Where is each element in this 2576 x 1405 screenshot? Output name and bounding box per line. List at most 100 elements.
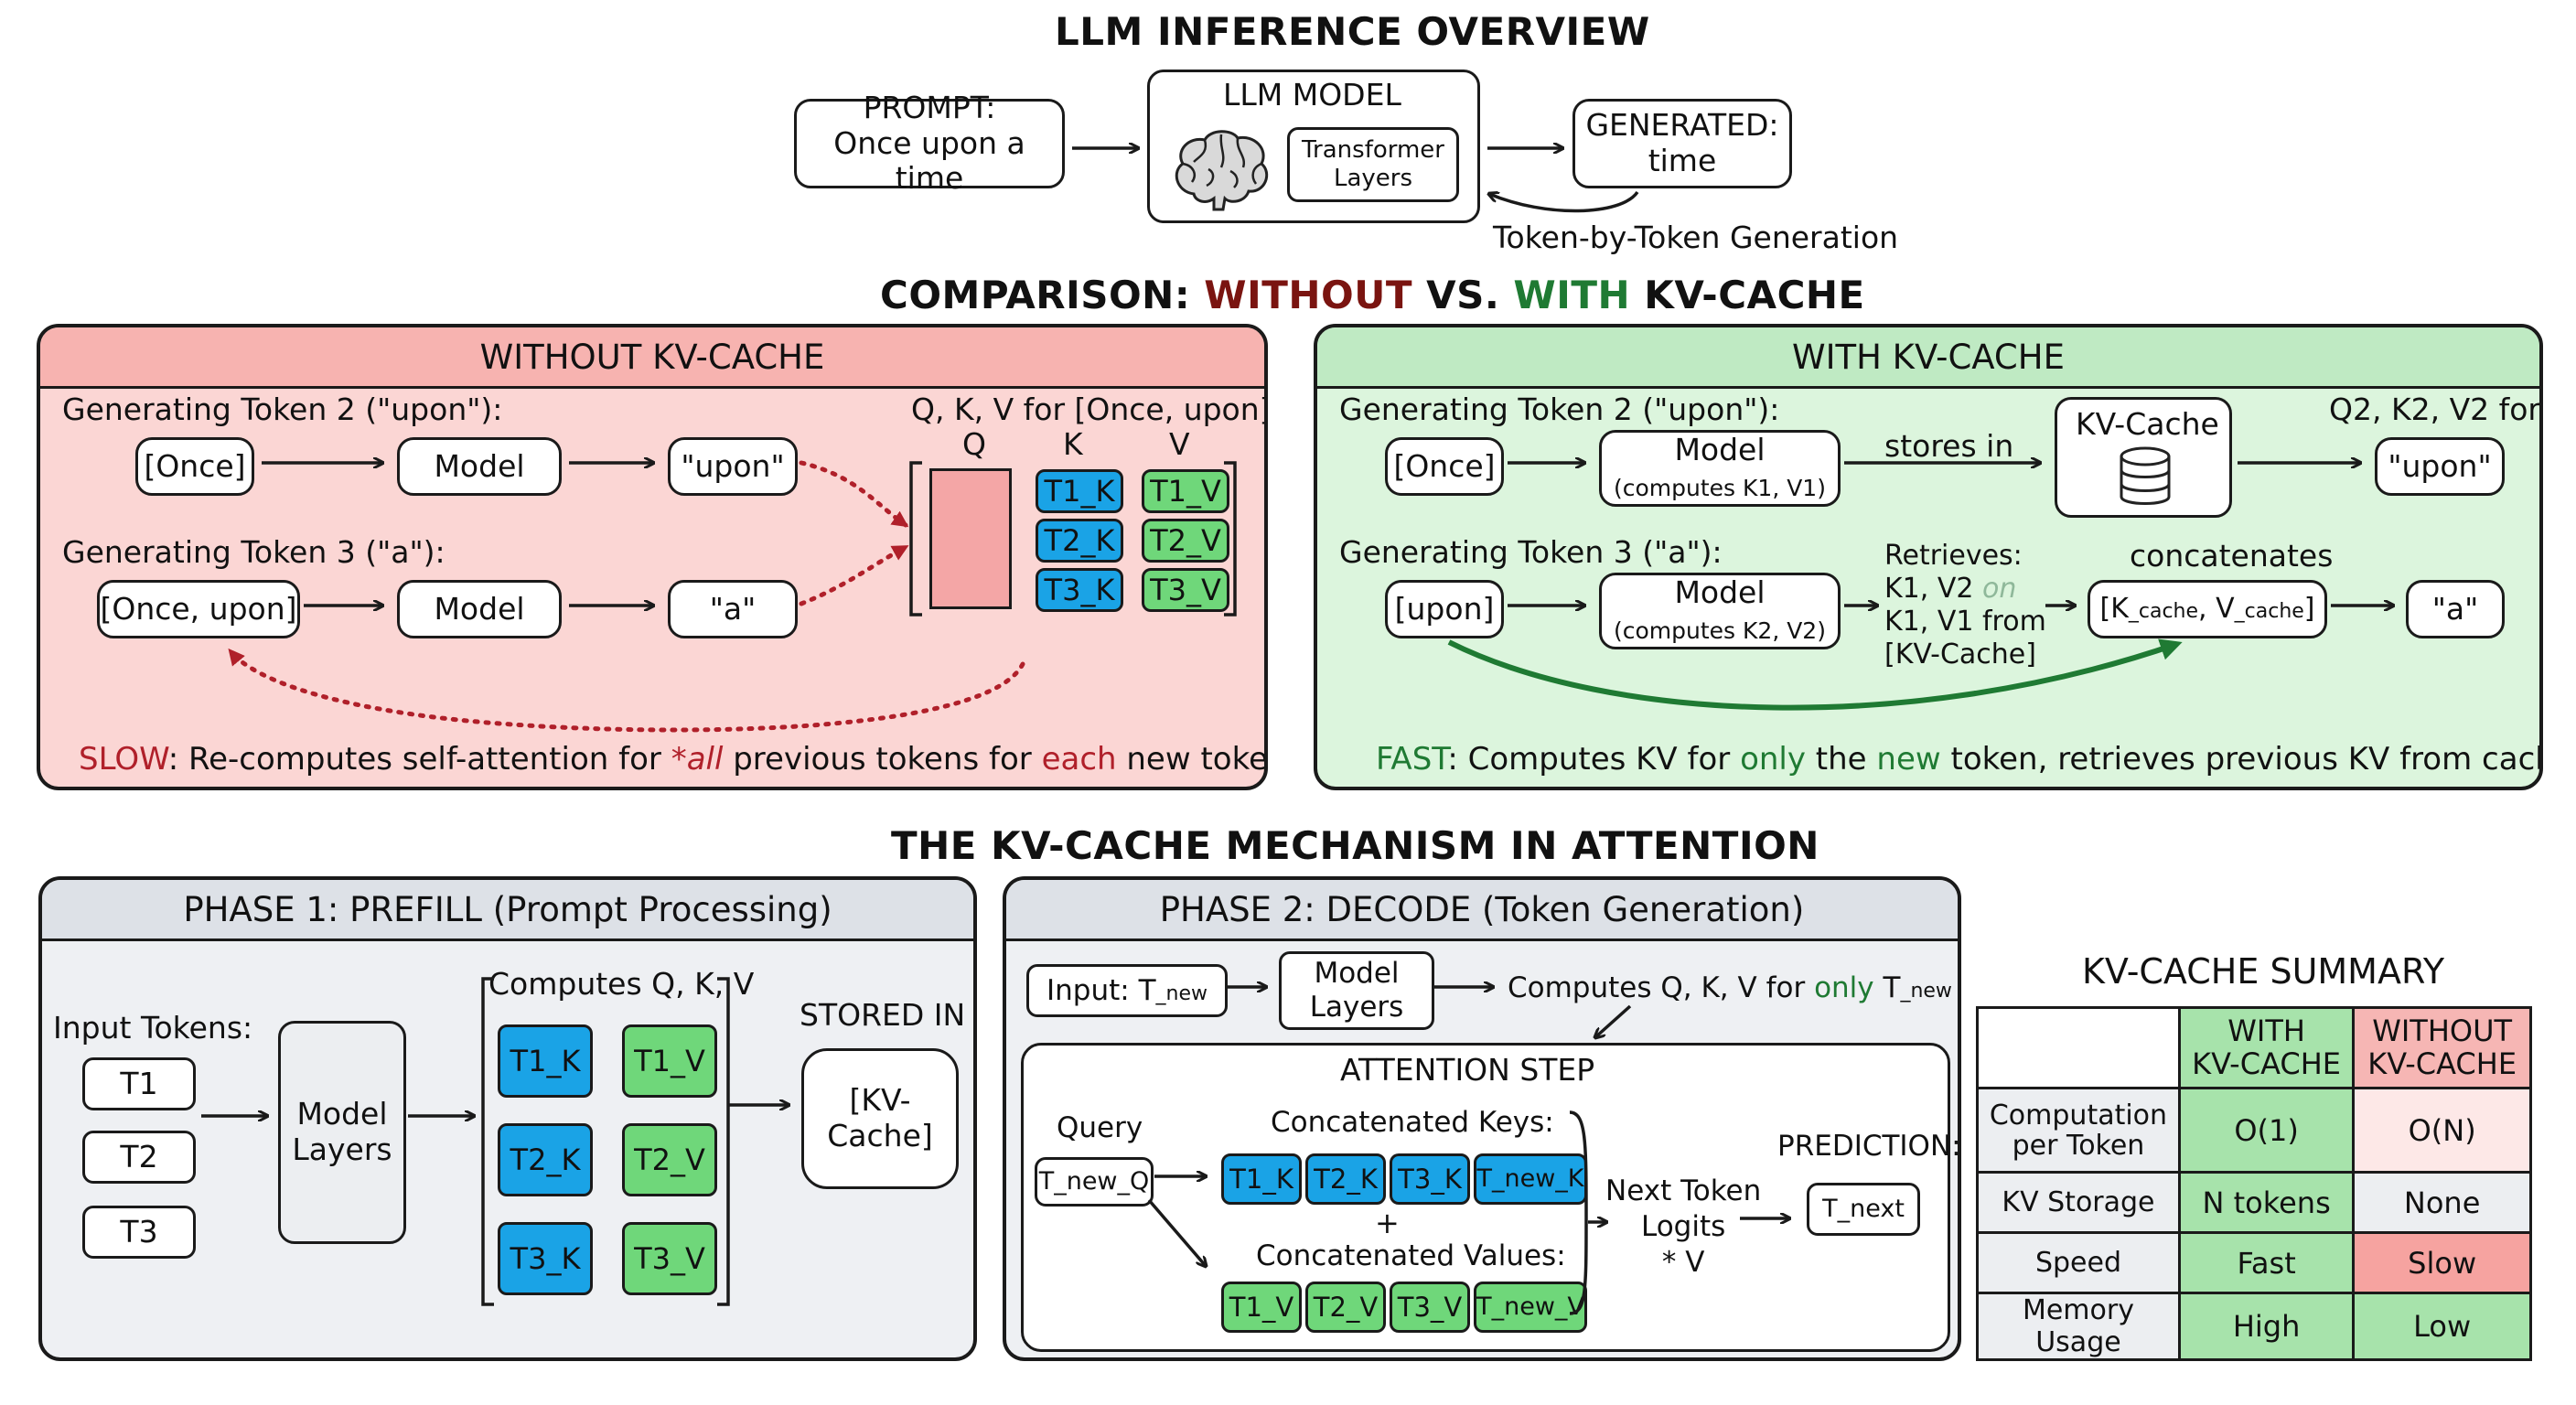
- decode-panel: PHASE 2: DECODE (Token Generation) Input…: [1003, 876, 1961, 1361]
- without-row1-input: [Once]: [135, 437, 254, 496]
- decode-value-cell: T_new_V: [1474, 1282, 1587, 1333]
- summary-without-value: O(N): [2352, 1087, 2532, 1174]
- concat-keys-label: Concatenated Keys:: [1271, 1106, 1554, 1139]
- concat-values-label: Concatenated Values:: [1256, 1239, 1566, 1272]
- with-gen3-label: Generating Token 3 ("a"):: [1339, 534, 1723, 570]
- decode-value-cell: T3_V: [1390, 1282, 1470, 1333]
- decode-header: PHASE 2: DECODE (Token Generation): [1006, 880, 1958, 941]
- col-k-label: K: [1063, 426, 1083, 462]
- llm-model-label: LLM MODEL: [1223, 77, 1401, 113]
- without-row2-model: Model: [397, 580, 562, 638]
- database-icon: [2120, 446, 2171, 505]
- title-without: WITHOUT: [1204, 273, 1412, 317]
- decode-key-cell: T_new_K: [1474, 1153, 1587, 1205]
- decode-input-box: Input: T_new: [1026, 964, 1228, 1017]
- attention-step-box: ATTENTION STEP Query T_new_Q Concatenate…: [1021, 1043, 1958, 1352]
- prefill-k-cell: T1_K: [498, 1024, 593, 1098]
- summary-corner: [1976, 1006, 2181, 1089]
- prefill-token: T3: [82, 1206, 196, 1259]
- decode-computes-label: Computes Q, K, V for only T_new: [1508, 971, 1952, 1004]
- summary-row-label: KV Storage: [1976, 1171, 2181, 1234]
- summary-with-value: High: [2177, 1292, 2356, 1361]
- summary-without-value: Low: [2352, 1292, 2532, 1361]
- without-k-cell: T1_K: [1036, 469, 1123, 513]
- next-token-box: T_next: [1807, 1183, 1920, 1236]
- generated-box: GENERATED: time: [1572, 99, 1792, 188]
- prompt-box: PROMPT: Once upon a time: [794, 90, 1065, 196]
- summary-row-label: Speed: [1976, 1231, 2181, 1294]
- without-row1-output: "upon": [668, 437, 798, 496]
- prefill-token: T1: [82, 1057, 196, 1110]
- without-v-cell: T1_V: [1142, 469, 1229, 513]
- with-kv-cache-store: KV-Cache: [2055, 397, 2232, 518]
- computes-qkv-label: Computes Q, K, V: [488, 966, 755, 1002]
- prefill-v-cell: T1_V: [622, 1024, 717, 1098]
- q2-label: Q2, K2, V2 for: [2329, 391, 2540, 427]
- with-row2-model: Model(computes K2, V2): [1599, 573, 1841, 649]
- decode-key-cell: T3_K: [1390, 1153, 1470, 1205]
- slow-label: SLOW: [79, 741, 168, 778]
- without-gen3-label: Generating Token 3 ("a"):: [62, 534, 445, 570]
- prefill-k-cell: T3_K: [498, 1222, 593, 1295]
- with-kv-cache-panel: WITH KV-CACHE Generating Token 2 ("upon"…: [1314, 324, 2543, 790]
- decode-key-cell: T2_K: [1305, 1153, 1386, 1205]
- without-v-cell: T3_V: [1142, 568, 1229, 612]
- without-row2-input: [Once, upon]: [97, 580, 300, 638]
- q-matrix: [929, 468, 1012, 609]
- with-panel-header: WITH KV-CACHE: [1317, 327, 2539, 389]
- generated-text: time: [1648, 143, 1717, 178]
- query-label: Query: [1057, 1111, 1143, 1144]
- summary-with-value: O(1): [2177, 1087, 2356, 1174]
- fast-label: FAST: [1376, 741, 1448, 778]
- prefill-header: PHASE 1: PREFILL (Prompt Processing): [42, 880, 973, 941]
- with-row1-input: [Once]: [1385, 437, 1504, 496]
- decode-key-cell: T1_K: [1221, 1153, 1302, 1205]
- prefill-panel: PHASE 1: PREFILL (Prompt Processing) Inp…: [38, 876, 977, 1361]
- retrieves-text: Retrieves: K1, V2 on K1, V1 from [KV-Cac…: [1884, 540, 2046, 670]
- summary-with-value: Fast: [2177, 1231, 2356, 1294]
- attention-step-label: ATTENTION STEP: [1340, 1052, 1595, 1088]
- stores-in-label: stores in: [1884, 428, 2014, 464]
- col-v-label: V: [1169, 426, 1190, 462]
- summary-with-value: N tokens: [2177, 1171, 2356, 1234]
- without-panel-header: WITHOUT KV-CACHE: [40, 327, 1264, 389]
- without-qkv-label: Q, K, V for [Once, upon]: [911, 391, 1268, 427]
- prompt-label: PROMPT:: [863, 89, 996, 125]
- with-row1-model: Model(computes K1, V1): [1599, 430, 1841, 507]
- without-k-cell: T2_K: [1036, 519, 1123, 563]
- brain-icon: [1175, 130, 1269, 211]
- decode-value-cell: T1_V: [1221, 1282, 1302, 1333]
- mechanism-title: THE KV-CACHE MECHANISM IN ATTENTION: [891, 823, 1819, 868]
- with-row2-input: [upon]: [1385, 580, 1504, 638]
- with-row1-output: "upon": [2375, 437, 2505, 496]
- curved-arrow-icon: [1489, 192, 1639, 213]
- summary-row-label: Memory Usage: [1976, 1292, 2181, 1361]
- without-v-cell: T2_V: [1142, 519, 1229, 563]
- prefill-token: T2: [82, 1131, 196, 1184]
- without-row1-model: Model: [397, 437, 562, 496]
- with-footer: FAST: Computes KV for only the new token…: [1376, 741, 2543, 778]
- col-q-label: Q: [962, 426, 986, 462]
- without-kv-cache-panel: WITHOUT KV-CACHE Generating Token 2 ("up…: [37, 324, 1268, 790]
- overview-title: LLM INFERENCE OVERVIEW: [1055, 9, 1650, 54]
- decode-value-cell: T2_V: [1305, 1282, 1386, 1333]
- input-tokens-label: Input Tokens:: [53, 1010, 253, 1046]
- prefill-k-cell: T2_K: [498, 1123, 593, 1196]
- without-k-cell: T3_K: [1036, 568, 1123, 612]
- summary-without-value: Slow: [2352, 1231, 2532, 1294]
- with-gen2-label: Generating Token 2 ("upon"):: [1339, 391, 1780, 427]
- concat-cache-box: [K_cache, V_cache]: [2088, 580, 2327, 638]
- prefill-v-cell: T3_V: [622, 1222, 717, 1295]
- without-gen2-label: Generating Token 2 ("upon"):: [62, 391, 503, 427]
- prediction-label: PREDICTION:: [1777, 1130, 1961, 1163]
- generated-label: GENERATED:: [1585, 107, 1779, 144]
- without-row2-output: "a": [668, 580, 798, 638]
- prompt-text: Once upon a time: [833, 124, 1025, 197]
